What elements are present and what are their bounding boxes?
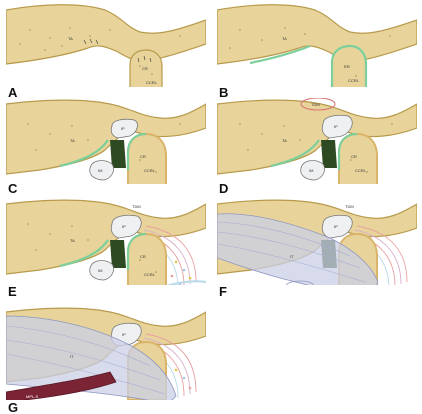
- temporal-bone: [217, 5, 417, 64]
- panel-letter-g: G: [8, 400, 18, 414]
- label-overlay-f: IT: [290, 254, 294, 259]
- label-temporal-e: TA: [70, 238, 75, 243]
- temporal-bone: [6, 5, 206, 64]
- condyle: [128, 234, 166, 290]
- label-disc-bottom-d: IM: [309, 168, 313, 173]
- label-condyle-e: CR: [140, 254, 146, 259]
- panel-letter-e: E: [8, 284, 17, 299]
- panel-b: [217, 5, 417, 90]
- label-condyle-base-b: CCRL: [348, 78, 360, 83]
- label-muscle-g: MPL-S: [26, 394, 39, 399]
- joint-cleft: [321, 140, 337, 168]
- panel-letter-c: C: [8, 181, 18, 196]
- condyle: [128, 134, 166, 190]
- label-disc-top-f: IP: [334, 224, 338, 229]
- base-band: [166, 281, 206, 286]
- label-overlay-g: IT: [70, 354, 74, 359]
- joint-cleft: [110, 140, 126, 168]
- panel-letter-a: A: [8, 85, 18, 100]
- label-disc-top-c: IP: [121, 126, 125, 131]
- label-callout-d: TDM: [311, 102, 320, 107]
- label-top-e: TDM: [132, 204, 141, 209]
- panel-letter-d: D: [219, 181, 228, 196]
- label-condyle-d: CR: [351, 154, 357, 159]
- label-condyle-base-e: CCRL: [144, 272, 156, 277]
- label-condyle-base-a: CCRL: [146, 80, 158, 85]
- label-disc-top-e: IP: [122, 224, 126, 229]
- label-condyle-base-d: CCRL: [355, 168, 367, 173]
- label-condyle-c: CR: [140, 154, 146, 159]
- joint-cleft: [110, 240, 126, 268]
- label-disc-bottom-e: IM: [98, 268, 102, 273]
- panel-g: [6, 308, 206, 404]
- label-condyle-base-c: CCRL: [144, 168, 156, 173]
- label-disc-top-d: IP: [334, 124, 338, 129]
- panel-d: [217, 98, 417, 190]
- label-temporal-c: TA: [70, 138, 75, 143]
- label-temporal-b: TA: [282, 36, 287, 41]
- label-condyle-b: CR: [344, 64, 350, 69]
- panel-e: [6, 200, 206, 290]
- label-top-f: TDM: [345, 204, 354, 209]
- disc-upper: [111, 215, 141, 238]
- panel-f: [217, 200, 417, 302]
- panel-letter-f: F: [219, 284, 227, 299]
- panel-letter-b: B: [219, 85, 228, 100]
- panel-c: [6, 100, 206, 190]
- label-temporal-a: TA: [68, 36, 73, 41]
- condyle: [339, 134, 377, 190]
- label-temporal-d: TA: [282, 138, 287, 143]
- label-disc-bottom-c: IM: [98, 168, 102, 173]
- label-condyle-a: CR: [142, 66, 148, 71]
- label-disc-top-g: IP: [122, 332, 126, 337]
- panel-a: [6, 5, 206, 90]
